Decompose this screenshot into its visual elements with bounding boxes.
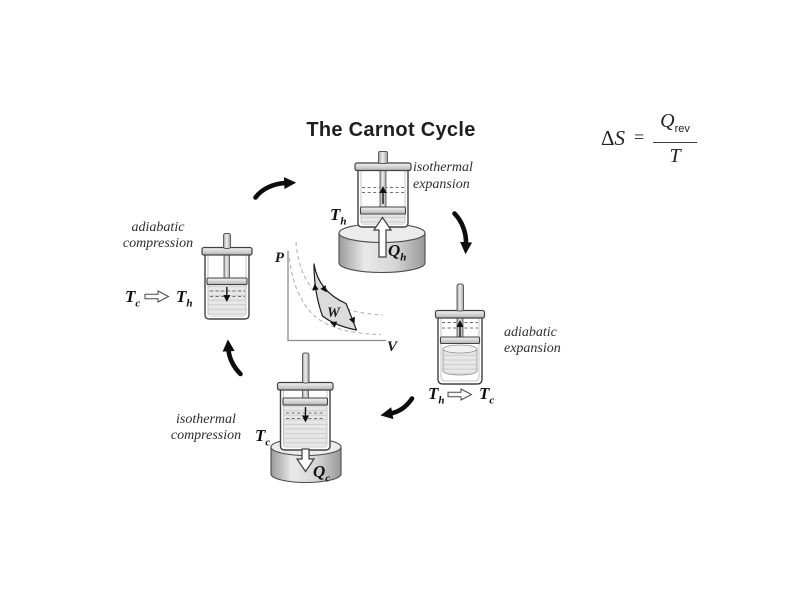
gas-cylinder-top xyxy=(442,344,478,354)
fraction-numerator: Qrev xyxy=(653,109,697,143)
stage-caption-line2: expansion xyxy=(413,177,470,192)
stage-caption-line1: adiabatic xyxy=(504,325,558,340)
stage-caption-line2: expansion xyxy=(504,341,561,356)
rev-subscript: rev xyxy=(674,123,690,135)
pv-diagram: P V W xyxy=(275,241,399,355)
page-title: The Carnot Cycle xyxy=(306,119,476,141)
pv-cycle-direction-arrowheads xyxy=(312,283,355,328)
stage-caption-line2: compression xyxy=(171,428,241,443)
gas-cylinder-body xyxy=(442,348,478,376)
work-label: W xyxy=(327,305,341,321)
piston-adiabatic-compression: adiabatic compression Tc Th xyxy=(123,220,253,320)
heat-out-arrow xyxy=(295,448,316,473)
entropy-symbol: S xyxy=(614,126,626,150)
cylinder-inner-wall xyxy=(283,389,328,448)
pressure-axis-label: P xyxy=(275,250,285,266)
cycle-arrow-bottom-right xyxy=(380,396,415,420)
piston-disc xyxy=(359,206,407,215)
temp-to-label: Tc xyxy=(479,384,494,407)
cylinder-cap xyxy=(276,381,334,391)
cold-temp-label: Tc xyxy=(255,426,270,449)
delta-symbol: Δ xyxy=(601,126,615,150)
cycle-arrow-top-right xyxy=(452,211,473,255)
stage-caption-line2: compression xyxy=(123,236,193,251)
piston-isothermal-expansion: Th Qh isothermal expansion xyxy=(330,151,473,274)
heat-in-label: Qh xyxy=(388,241,406,264)
pv-cycle-area xyxy=(313,263,358,331)
equals-sign: = xyxy=(634,127,645,147)
stage-caption-line1: isothermal xyxy=(176,412,236,427)
cylinder-cap xyxy=(354,162,412,172)
temp-from-label: Tc xyxy=(125,287,140,310)
temp-change-arrow xyxy=(447,388,473,401)
piston-isothermal-compression: Tc Qc isothermal compression xyxy=(171,352,342,485)
temp-change-arrow xyxy=(144,290,170,303)
cylinder-cap xyxy=(434,309,486,319)
temp-to-label: Th xyxy=(176,287,193,310)
fraction-denominator: T xyxy=(669,145,681,167)
piston-disc xyxy=(282,397,329,406)
heat-in-arrow xyxy=(372,216,393,258)
stage-caption-line1: adiabatic xyxy=(132,220,186,235)
rod-stub xyxy=(456,283,464,312)
piston-rod xyxy=(223,254,230,279)
entropy-equation: ΔS = Qrev T xyxy=(601,109,697,168)
cycle-direction-arrows xyxy=(222,177,473,420)
stage-caption-line1: isothermal xyxy=(413,160,473,175)
rod-stub xyxy=(378,151,388,164)
volume-axis-label: V xyxy=(387,339,399,355)
rod-stub xyxy=(302,352,310,384)
cylinder-inner-wall xyxy=(440,313,480,382)
cycle-arrow-bottom-left xyxy=(222,339,243,377)
piston-disc xyxy=(439,336,481,345)
rod-stub xyxy=(223,233,231,249)
equation-lhs: ΔS xyxy=(601,126,625,151)
previous-piston-position-dashes xyxy=(362,187,404,193)
temp-from-label: Th xyxy=(428,384,445,407)
cycle-arrow-top-left xyxy=(253,177,297,200)
hot-temp-label: Th xyxy=(330,205,347,228)
equation-fraction: Qrev T xyxy=(653,109,697,168)
pv-axes xyxy=(287,251,386,342)
heat-out-label: Qc xyxy=(313,462,330,485)
pv-isotherm-cold xyxy=(288,257,382,336)
piston-disc xyxy=(206,277,248,286)
heat-symbol: Q xyxy=(660,110,675,132)
piston-adiabatic-expansion: adiabatic expansion Th Tc xyxy=(428,283,561,407)
